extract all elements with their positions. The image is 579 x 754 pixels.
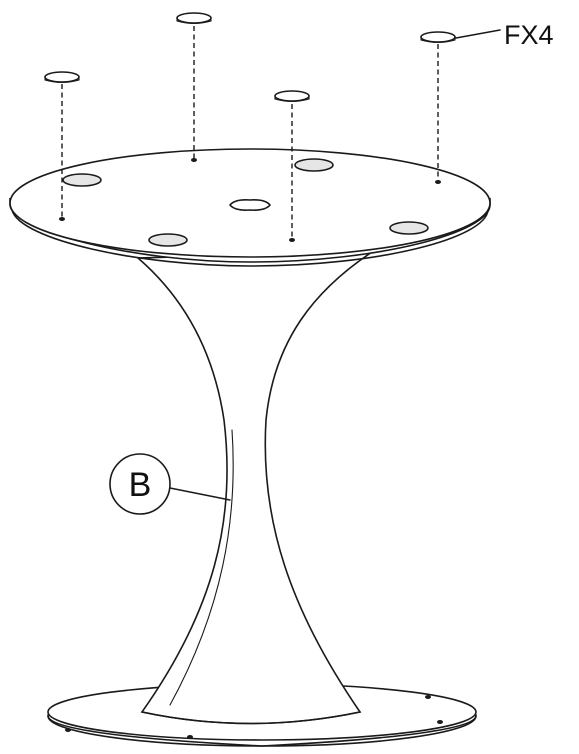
screw-fx4 <box>274 90 310 238</box>
fx4-label: FX4 <box>504 20 554 50</box>
screw-fx4 <box>176 12 212 158</box>
top-socket <box>148 233 188 247</box>
base-hole <box>437 720 443 724</box>
screw-fx4 <box>44 71 80 218</box>
top-socket <box>389 221 429 235</box>
base-hole <box>65 728 71 732</box>
part-b-label: B <box>129 466 152 504</box>
top-screw-hole <box>191 158 197 162</box>
top-socket <box>62 173 102 187</box>
part-b-leader-line <box>169 487 231 501</box>
top-screw-hole <box>59 217 65 221</box>
pedestal-column <box>135 251 375 725</box>
top-screw-hole <box>435 180 441 184</box>
top-screw-hole <box>289 238 295 242</box>
top-socket <box>294 158 334 172</box>
part-b-callout-circle <box>109 453 171 515</box>
center-cutout <box>229 199 271 211</box>
base-hole <box>187 735 193 739</box>
fx4-leader-line <box>455 29 501 39</box>
table-top <box>9 148 491 267</box>
base-hole <box>425 695 431 699</box>
screw-fx4 <box>420 31 456 180</box>
